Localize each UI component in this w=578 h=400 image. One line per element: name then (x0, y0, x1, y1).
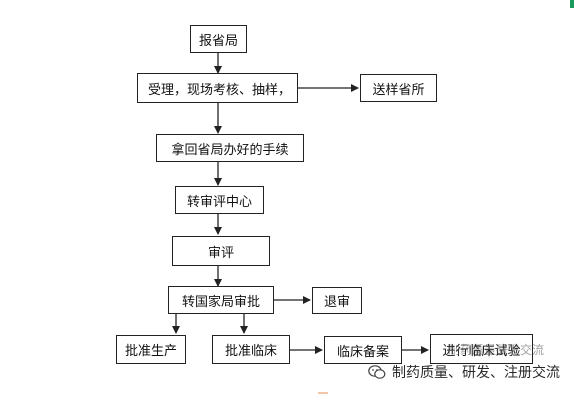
watermark-ghost-text: 制药质量研发交流 (448, 343, 545, 357)
node-accept: 受理，现场考核、抽样， (137, 73, 298, 103)
node-to-national: 转国家局审批 (168, 286, 274, 314)
corner-accent (570, 0, 574, 8)
watermark-text: 制药质量、研发、注册交流 (392, 365, 560, 381)
node-clinical-trial: 进行临床试验 (430, 334, 533, 364)
node-to-review-center: 转审评中心 (175, 186, 264, 214)
node-send-sample: 送样省所 (360, 74, 437, 102)
wechat-icon (368, 365, 386, 379)
node-reject: 退审 (312, 287, 362, 314)
watermark: 制药质量、研发、注册交流 (368, 362, 560, 382)
node-review: 审评 (172, 236, 270, 266)
node-approve-clinical: 批准临床 (212, 335, 290, 364)
bottom-accent (318, 392, 328, 394)
node-approval-docs: 拿回省局办好的手续 (156, 134, 304, 162)
node-report: 报省局 (190, 25, 247, 53)
node-approve-production: 批准生产 (116, 335, 186, 364)
node-clinical-filing: 临床备案 (324, 336, 402, 364)
